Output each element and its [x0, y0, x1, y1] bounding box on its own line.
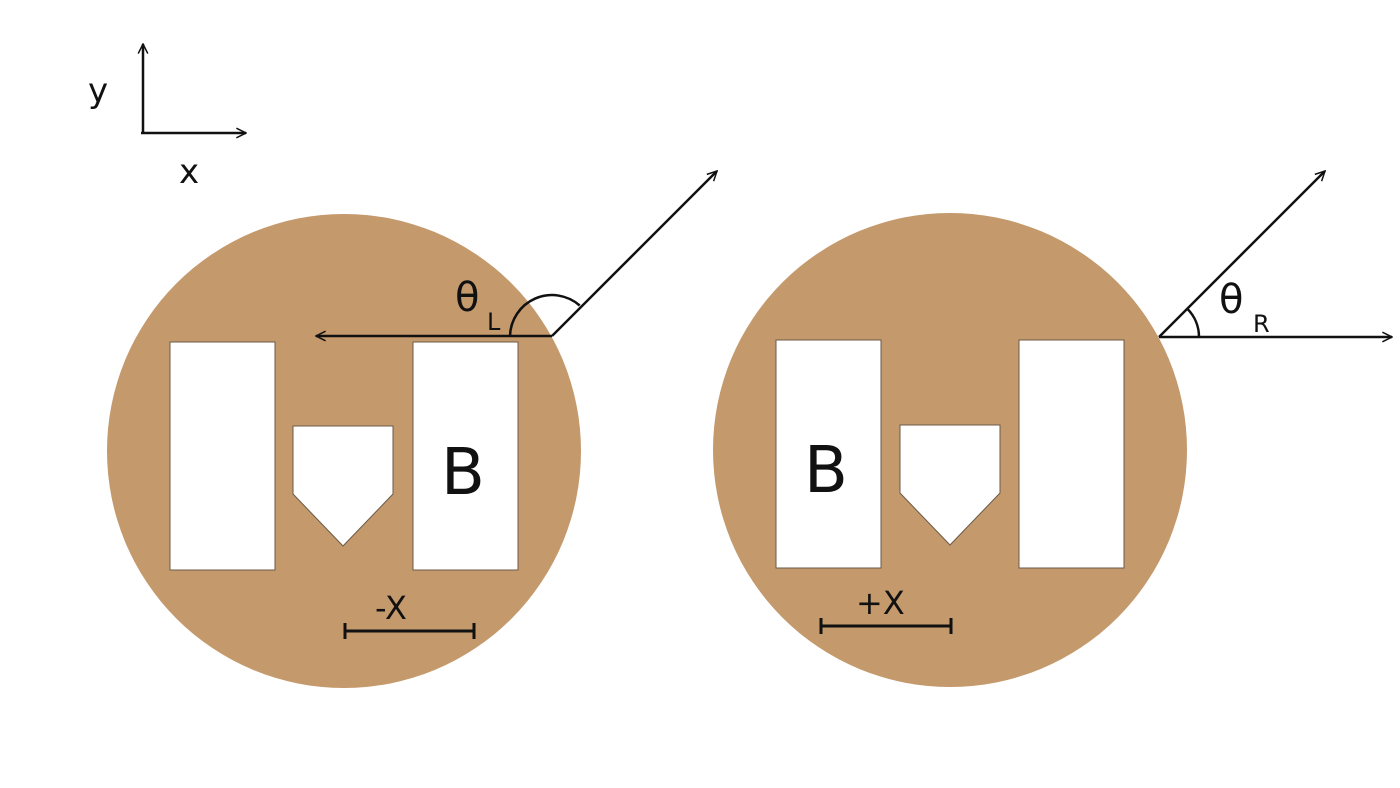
left-displacement-label: -X	[375, 589, 407, 627]
right-angle-arc	[1186, 307, 1201, 338]
right-panel-right	[1018, 339, 1125, 569]
axes-indicator: y x	[88, 44, 246, 192]
left-angle-subscript: L	[487, 308, 501, 336]
left-panel-left	[169, 341, 276, 571]
left-box-label: B	[441, 436, 485, 510]
right-displacement-label: +X	[856, 584, 905, 622]
right-angle-symbol: θ	[1219, 277, 1243, 323]
left-angle-arc	[508, 293, 581, 337]
right-angle-subscript: R	[1253, 310, 1270, 338]
x-axis-label: x	[179, 152, 199, 192]
left-pentagon-marker	[292, 425, 394, 547]
right-panel-left-b	[775, 339, 882, 569]
right-pentagon-marker	[899, 424, 1001, 546]
right-box-label: B	[804, 434, 848, 508]
left-panel-right-b	[412, 341, 519, 571]
right-figure: B θ R +X	[713, 171, 1392, 687]
left-figure: B θ L -X	[107, 171, 717, 688]
y-axis-label: y	[88, 71, 108, 111]
left-direction-arrow	[551, 171, 717, 337]
left-angle-symbol: θ	[455, 275, 479, 321]
